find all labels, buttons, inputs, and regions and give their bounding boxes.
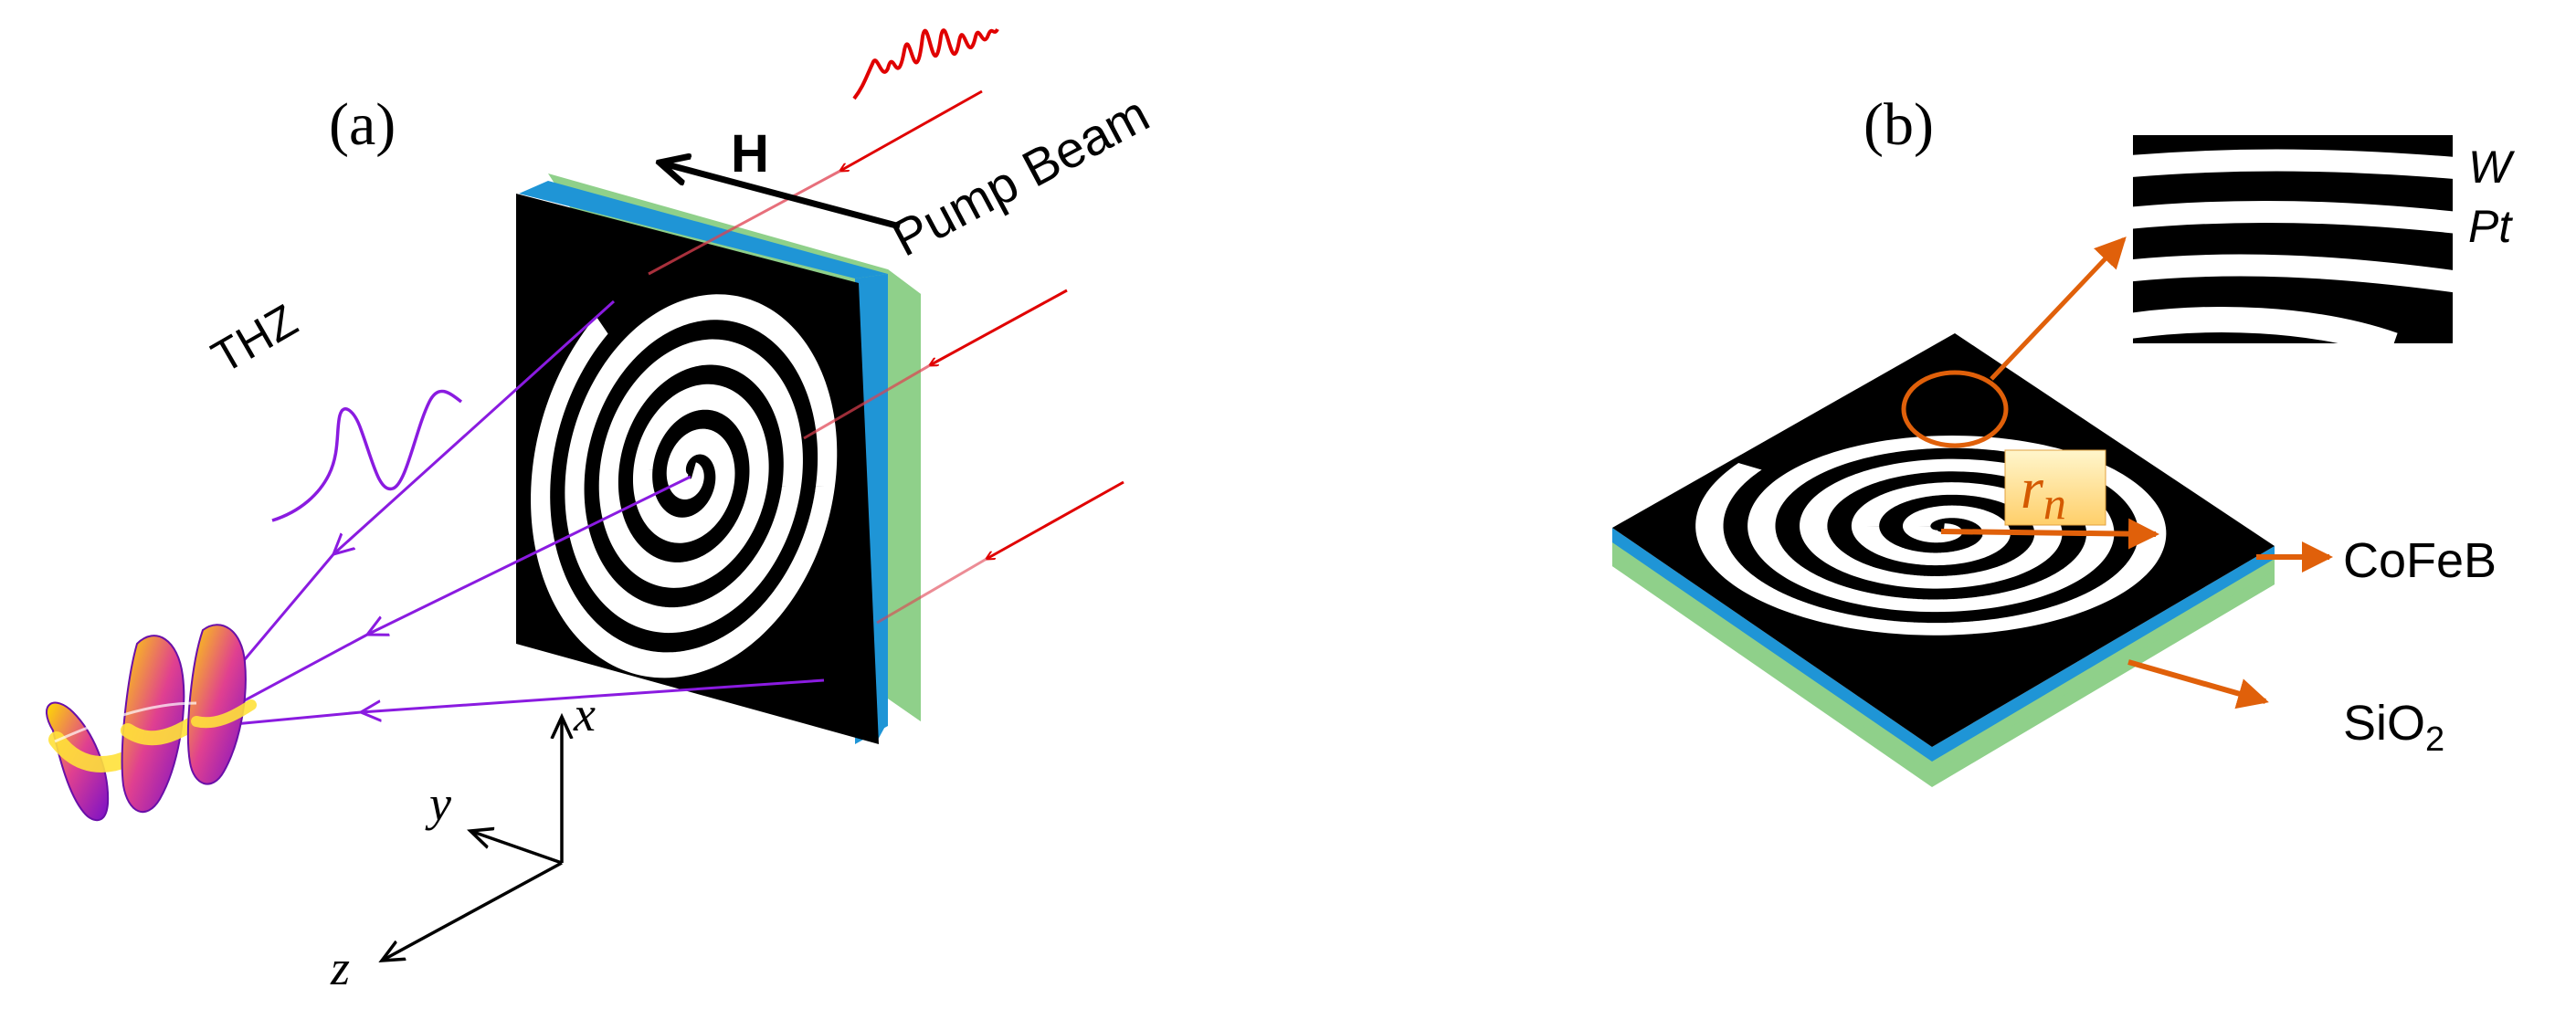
field-arrow [660,163,901,230]
thz-pulse-icon [271,389,463,522]
pump-beam-1-through [648,169,841,276]
z-axis-label: z [330,941,350,995]
cofeb-label: CoFeB [2343,533,2497,588]
panel-b: (b) W Pt rn CoFeB SiO2 [1612,91,2516,787]
zoom-inset [2133,135,2453,343]
sio2-label: SiO2 [2343,696,2444,759]
thz-beam-1 [333,300,616,554]
pump-beam-2 [930,289,1068,365]
panel-a-label: (a) [329,91,396,158]
pump-beam-3-through [876,557,987,625]
substrate-right-b [1932,571,2275,787]
sio2-label-base: SiO [2343,696,2425,751]
radius-arrow [1940,518,2159,550]
y-axis-label: y [425,776,451,831]
thz-beam-2 [367,475,692,635]
radius-label-base: r [2021,456,2044,520]
cofeb-right-b [1932,546,2275,762]
pump-beam-2-through [803,363,931,440]
field-label: H [731,124,769,184]
thz-beam-3 [361,678,825,712]
z-axis-arrow [382,861,563,961]
y-axis-arrow [470,831,563,865]
vortex-beam-icon [46,624,257,822]
sio2-callout-arrow [2127,659,2269,709]
spiral-pattern-a [531,294,838,678]
w-layer-label: W [2468,142,2516,193]
sio2-label-sub: 2 [2425,720,2444,759]
panel-b-label: (b) [1863,91,1934,158]
radius-label-box [2004,449,2106,526]
pump-pulse-icon [852,27,999,100]
zoom-pointer-arrow [1990,236,2127,381]
zoom-highlight-circle [1901,370,2009,448]
substrate-front-b [1612,552,1932,787]
radius-label: rn [2021,456,2066,529]
coordinate-axes: x y z [330,687,596,995]
x-axis-label: x [573,687,596,741]
cofeb-top-a [519,181,888,279]
radius-label-sub: n [2043,478,2066,529]
panel-a: (a) H Pump Beam THZ [46,27,1158,995]
thz-label: THZ [204,294,306,383]
pump-beam-3 [987,480,1124,559]
pt-layer-label: Pt [2468,201,2513,252]
cofeb-front-b [1612,528,1932,762]
pump-beam-1 [840,89,983,171]
substrate-side-a [888,269,921,721]
pump-beam-label: Pump Beam [882,84,1158,267]
